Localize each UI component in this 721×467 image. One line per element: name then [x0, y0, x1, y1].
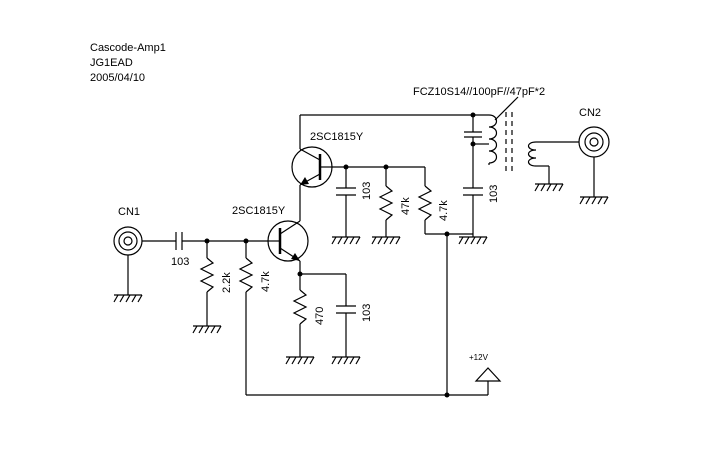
- base-bypass-capacitor: 103: [336, 182, 373, 200]
- transistor-lower-label: 2SC1815Y: [232, 205, 286, 217]
- cn2-connector: CN2: [578, 107, 610, 197]
- primary-coil: [488, 114, 498, 165]
- ferrite-core: [494, 96, 519, 172]
- resistor-470-label: 470: [314, 307, 326, 325]
- tank-resonance-capacitor: [464, 115, 489, 145]
- cn1-connector: CN1: [113, 206, 143, 295]
- resistor-4-7k-divider-label: 4.7k: [438, 200, 450, 221]
- tank-bypass-capacitor-label: 103: [488, 185, 500, 203]
- supply-12v-label: +12V: [469, 353, 489, 362]
- schematic-date: 2005/04/10: [90, 72, 145, 84]
- ground-symbol: [331, 236, 361, 245]
- ground-symbol: [534, 183, 564, 192]
- emitter-bypass-capacitor-label: 103: [361, 304, 373, 322]
- resistor-4-7k-bias: 4.7k: [238, 257, 272, 293]
- coil-label: FCZ10S14//100pF//47pF*2: [413, 86, 545, 98]
- resistor-47k: 47k: [378, 185, 412, 221]
- resistor-470: 470: [292, 289, 326, 325]
- input-capacitor-label: 103: [171, 256, 189, 268]
- secondary-coil: [527, 141, 537, 167]
- resistor-2-2k-label: 2.2k: [221, 272, 233, 293]
- ground-symbol: [458, 236, 488, 245]
- tank-bypass-capacitor: 103: [463, 185, 500, 203]
- input-capacitor: 103: [171, 232, 189, 268]
- ground-symbol: [371, 236, 401, 245]
- resistor-47k-label: 47k: [400, 197, 412, 215]
- ground-symbol: [285, 356, 315, 365]
- resistor-4-7k-bias-label: 4.7k: [260, 271, 272, 292]
- cn2-label: CN2: [579, 107, 601, 119]
- ground-symbol: [579, 196, 609, 205]
- ground-symbol: [331, 356, 361, 365]
- resistor-4-7k-divider: 4.7k: [417, 185, 450, 221]
- cn1-label: CN1: [118, 206, 140, 218]
- emitter-bypass-capacitor: 103: [336, 304, 373, 322]
- ground-symbol: [192, 325, 222, 334]
- ground-symbol: [113, 294, 143, 303]
- transistor-upper: 2SC1815Y: [291, 131, 364, 188]
- base-bypass-capacitor-label: 103: [361, 182, 373, 200]
- transistor-upper-label: 2SC1815Y: [310, 131, 364, 143]
- title-block: Cascode-Amp1 JG1EAD 2005/04/10: [90, 42, 166, 84]
- resistor-2-2k: 2.2k: [199, 257, 233, 293]
- supply-12v: +12V: [469, 353, 502, 395]
- schematic-author: JG1EAD: [90, 57, 133, 69]
- transistor-lower: 2SC1815Y: [232, 205, 309, 262]
- schematic-title: Cascode-Amp1: [90, 42, 166, 54]
